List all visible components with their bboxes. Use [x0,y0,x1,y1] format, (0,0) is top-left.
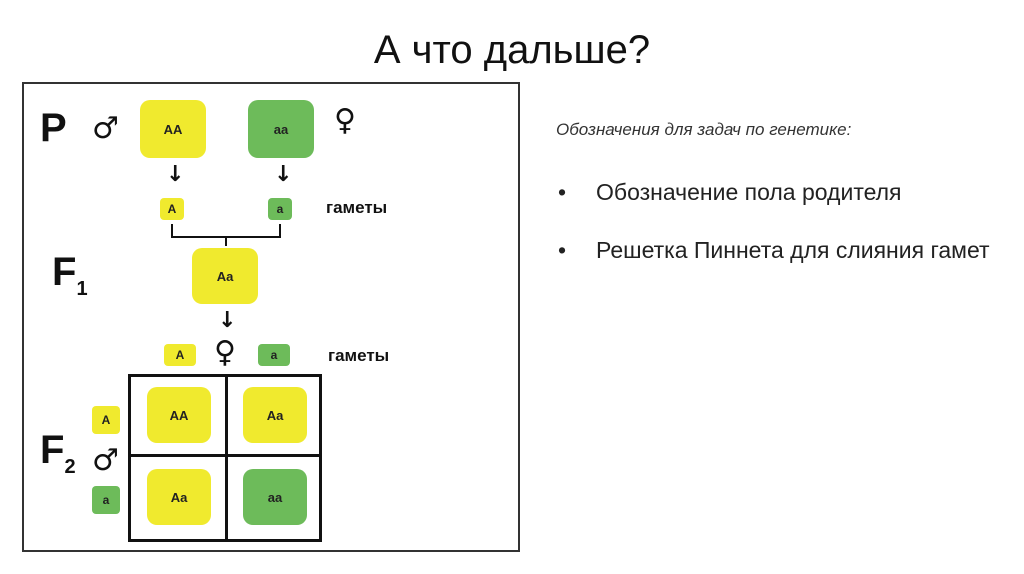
genetics-diagram: P ♂ AA aa ♀ ↓ ↓ A a гаметы F1 Aa ↓ A ♀ a… [22,82,520,552]
parent-male-genotype: AA [140,100,206,158]
gametes-label: гаметы [326,198,388,217]
f1-genotype: Aa [192,248,258,304]
parent-female-genotype: aa [248,100,314,158]
notes-panel: Обозначения для задач по генетике: Обозн… [556,120,996,292]
bracket-right [279,224,281,238]
notes-bullet-list: Обозначение пола родителя Решетка Пиннет… [556,176,996,266]
punnett-cell: aa [243,469,307,525]
arrow-down-icon: ↓ [218,308,237,333]
notes-subheading: Обозначения для задач по генетике: [556,120,852,139]
gamete-female: a [268,198,292,220]
punnett-cell: Aa [147,469,211,525]
punnett-divider-horizontal [131,454,319,457]
f1-gamete-a-upper: A [164,344,196,366]
gamete-male: A [160,198,184,220]
female-symbol-icon: ♀ [214,335,236,370]
male-symbol-icon: ♂ [92,443,119,478]
f1-gamete-a-lower: a [258,344,290,366]
bracket-stem [225,236,227,246]
bullet-item: Решетка Пиннета для слияния гамет [556,234,996,266]
arrow-down-icon: ↓ [274,162,293,187]
f2-generation-label: F2 [40,428,76,478]
p-generation-label: P [40,106,67,150]
female-symbol-icon: ♀ [334,103,356,138]
gametes-label: гаметы [328,346,390,365]
punnett-square: AA Aa Aa aa [128,374,322,542]
f2-gamete-a-upper: A [92,406,120,434]
f1-generation-label: F1 [52,250,88,300]
f2-gamete-a-lower: a [92,486,120,514]
slide-title: А что дальше? [373,28,651,72]
arrow-down-icon: ↓ [166,162,185,187]
bracket-left [171,224,173,238]
punnett-cell: Aa [243,387,307,443]
punnett-divider-vertical [225,377,228,539]
punnett-cell: AA [147,387,211,443]
bullet-item: Обозначение пола родителя [556,176,996,208]
male-symbol-icon: ♂ [92,111,119,146]
